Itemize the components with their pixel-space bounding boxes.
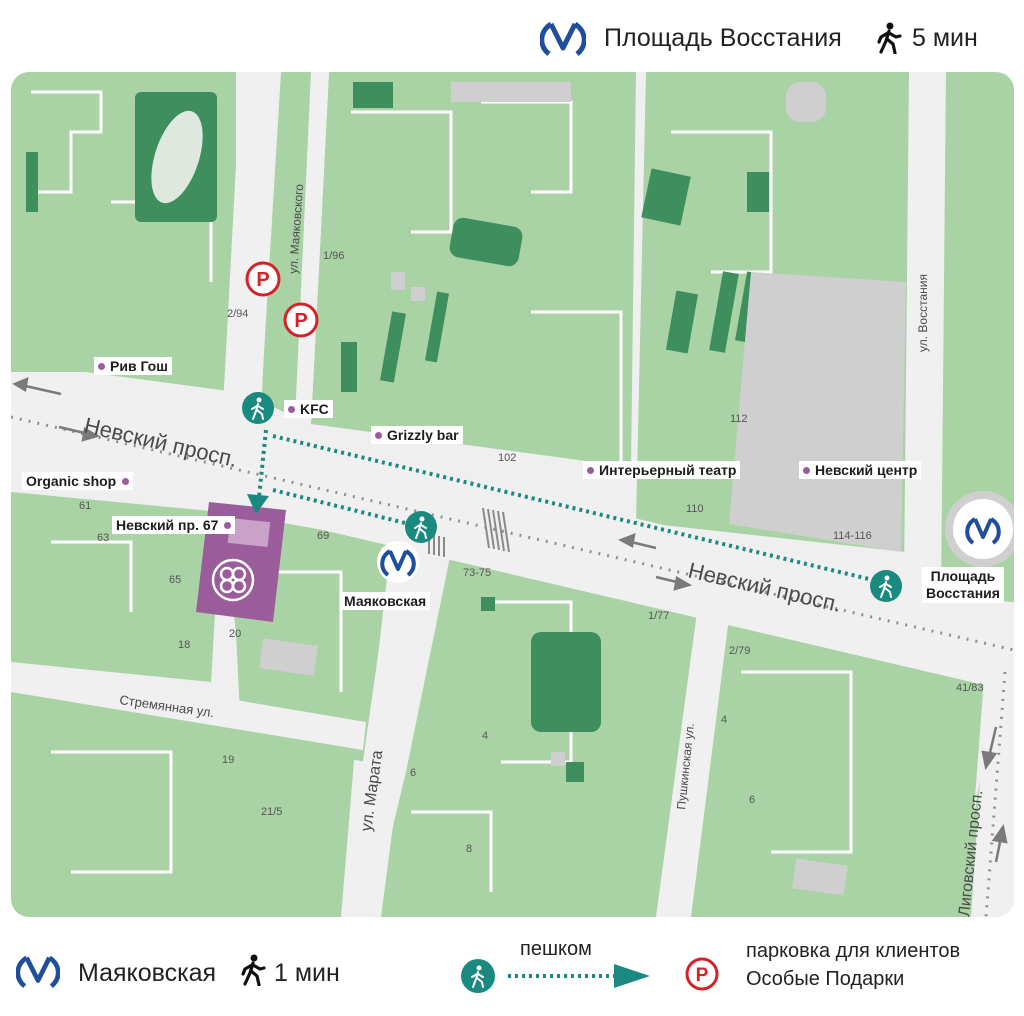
parking-marker-2-icon[interactable]: P — [283, 302, 319, 338]
walk-route-to-vosstaniya — [272, 434, 874, 582]
svg-text:65: 65 — [169, 574, 181, 586]
pedestrian-icon — [877, 22, 902, 54]
nevsky-dotted-line — [11, 415, 1014, 652]
legend-station: Маяковская — [78, 959, 217, 987]
header-time: 5 мин — [912, 24, 978, 52]
ligovsky-street[interactable] — [971, 662, 1014, 917]
walk-route-to-metro — [272, 488, 414, 527]
svg-text:61: 61 — [79, 500, 91, 512]
poi-organic-shop[interactable]: Organic shop — [22, 472, 134, 490]
legend-metro-icon — [16, 955, 60, 989]
legend-parking-line2: Особые Подарки — [746, 968, 905, 990]
poi-nevsky-67[interactable]: Невский пр. 67 — [112, 516, 236, 534]
poi-dot-icon — [803, 467, 810, 475]
metro-vosstaniya-icon[interactable] — [965, 517, 1001, 545]
svg-text:2/79: 2/79 — [729, 645, 750, 657]
route-arrow-down-icon — [247, 494, 269, 514]
legend-parking-line1: парковка для клиентов — [746, 940, 961, 962]
svg-text:69: 69 — [317, 530, 329, 542]
metro-label-vosstaniya[interactable]: Площадь Восстания — [922, 567, 1004, 603]
pushkinskaya-street[interactable] — [656, 597, 731, 917]
svg-text:63: 63 — [97, 532, 109, 544]
street-vosstaniya: ул. Восстания — [916, 274, 930, 352]
vosstaniya-street[interactable] — [904, 72, 941, 587]
pedestrian-marker-mayakovskaya-icon[interactable] — [405, 511, 437, 543]
poi-dot-icon — [98, 363, 105, 371]
street-mayakovskogo: ул. Маяковского — [286, 183, 306, 274]
svg-text:6: 6 — [749, 794, 755, 806]
poi-dot-icon — [375, 432, 382, 440]
poi-kfc[interactable]: KFC — [284, 400, 333, 418]
walk-route-nevsky67-to-mayakovskaya — [257, 429, 268, 498]
marata-street[interactable] — [341, 542, 429, 917]
metro-mayakovskaya-icon[interactable] — [377, 541, 419, 583]
garden-pond — [151, 110, 203, 204]
poi-interior-theatre[interactable]: Интерьерный театр — [583, 461, 741, 479]
svg-text:41/83: 41/83 — [956, 682, 984, 694]
svg-text:114-116: 114-116 — [833, 530, 872, 542]
pedestrian-marker-nevsky67-icon[interactable] — [242, 392, 274, 424]
svg-text:110: 110 — [686, 503, 704, 515]
parking-marker-1-icon[interactable]: P — [245, 261, 281, 297]
legend-walk-marker-icon — [461, 959, 495, 993]
poi-dot-icon — [122, 478, 130, 486]
svg-text:6: 6 — [410, 767, 416, 779]
metro-vosstaniya-building — [945, 491, 1014, 567]
metro-label-mayakovskaya[interactable]: Маяковская — [340, 592, 431, 610]
svg-text:73-75: 73-75 — [463, 567, 491, 579]
destination-courtyard — [227, 517, 271, 548]
legend-walk-label: пешком — [520, 938, 592, 960]
svg-text:1/77: 1/77 — [648, 610, 669, 622]
svg-text:2/94: 2/94 — [227, 308, 248, 320]
poi-nevsky-center[interactable]: Невский центр — [799, 461, 922, 479]
svg-text:4: 4 — [482, 730, 488, 742]
svg-text:102: 102 — [498, 452, 516, 464]
map[interactable]: P P Невский просп. Невский просп. ул. Ма… — [11, 72, 1014, 917]
crosswalk-nevsky — [482, 507, 510, 553]
house-numbers: 1/96 2/94 102 112 110 114-116 61 63 65 6… — [79, 250, 984, 855]
header-station: Площадь Восстания — [604, 24, 842, 52]
svg-text:112: 112 — [730, 413, 748, 425]
traffic-arrows — [12, 376, 1008, 863]
stremyannaya-street[interactable] — [11, 662, 366, 750]
header: Площадь Восстания 5 мин — [540, 18, 1010, 58]
legend-pedestrian-icon — [241, 954, 266, 986]
legend: Маяковская 1 мин пешком P парковка для к… — [12, 930, 1012, 1010]
gray-blocks — [259, 82, 906, 896]
osobye-podarki-logo-icon — [211, 558, 255, 602]
svg-text:1/96: 1/96 — [323, 250, 344, 262]
poi-grizzly-bar[interactable]: Grizzly bar — [371, 426, 463, 444]
svg-text:21/5: 21/5 — [261, 806, 282, 818]
legend-time: 1 мин — [274, 959, 340, 987]
legend-parking-icon: P — [685, 957, 719, 991]
svg-text:19: 19 — [222, 754, 234, 766]
poi-dot-icon — [288, 406, 295, 414]
legend-parking-symbol: P — [696, 965, 709, 986]
parking-symbol: P — [294, 310, 307, 332]
svg-text:8: 8 — [466, 843, 472, 855]
metro-logo-icon — [540, 21, 586, 56]
svg-text:20: 20 — [229, 628, 241, 640]
poi-dot-icon — [224, 522, 232, 530]
poi-riv-gosh[interactable]: Рив Гош — [94, 357, 172, 375]
poi-dot-icon — [587, 467, 594, 475]
legend-route-arrow-icon — [508, 964, 650, 988]
svg-text:18: 18 — [178, 639, 190, 651]
parking-symbol: P — [256, 269, 269, 291]
svg-text:4: 4 — [721, 714, 727, 726]
mayakovskogo-street[interactable] — [223, 72, 276, 417]
pedestrian-marker-vosstaniya-icon[interactable] — [870, 570, 902, 602]
